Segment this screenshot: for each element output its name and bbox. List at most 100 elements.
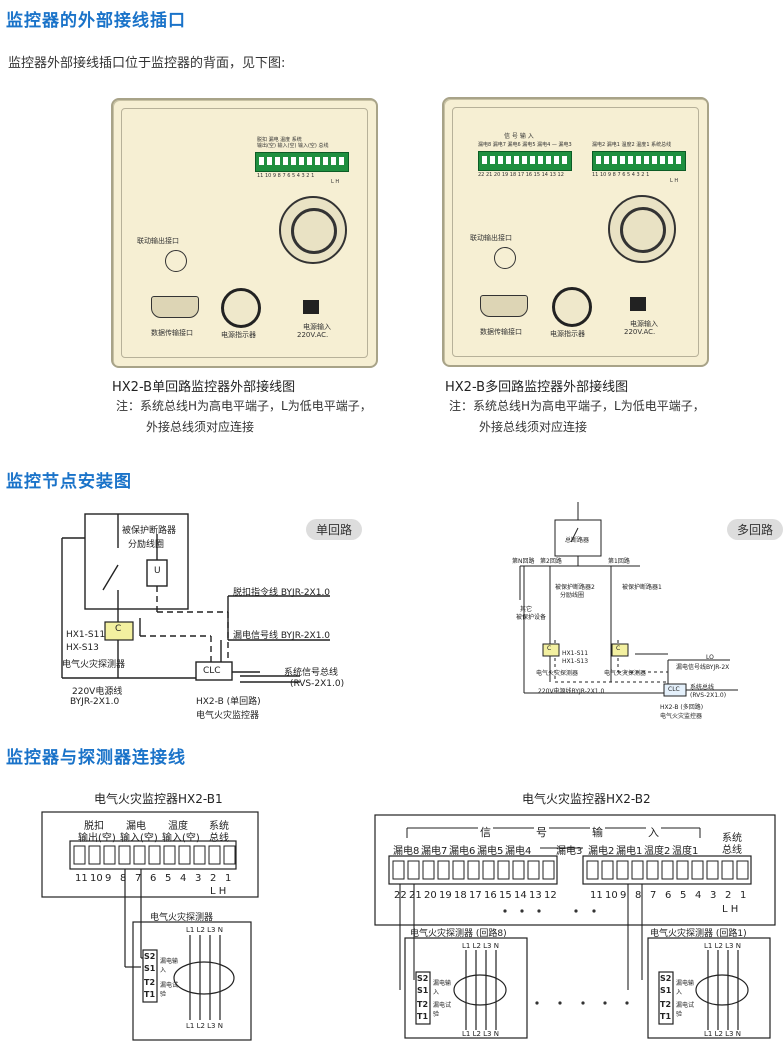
right-mid-label: 漏电3 bbox=[556, 846, 583, 857]
left-s2: S2 bbox=[144, 952, 156, 961]
terminal-number: 7 bbox=[135, 873, 142, 884]
multi-c-2: C bbox=[547, 645, 552, 652]
left-detector-title: 电气火灾探测器 bbox=[150, 913, 214, 923]
leak-signal-label: 漏电信号线 BYJR-2X1.0 bbox=[233, 631, 331, 641]
power-switch-label: 电源指示器 bbox=[221, 331, 256, 339]
terminal-number: 20 bbox=[424, 890, 437, 901]
terminal-number: 18 bbox=[454, 890, 467, 901]
linkage-port bbox=[165, 250, 187, 272]
terminal-slot bbox=[437, 860, 450, 880]
terminal-number: 2 bbox=[210, 873, 217, 884]
terminal-number: 13 bbox=[529, 890, 542, 901]
terminal-slot bbox=[527, 860, 540, 880]
single-note-1: 注：系统总线H为高电平端子，L为低电平端子， bbox=[116, 399, 372, 413]
r8-leak-test: 漏电试验 bbox=[433, 1002, 452, 1018]
r1-leak-in: 漏电输入 bbox=[676, 980, 695, 996]
input-label: 温度2 bbox=[644, 846, 671, 857]
r1-s2: S2 bbox=[660, 974, 672, 983]
terminal-number: 21 bbox=[409, 890, 422, 901]
terminal-number: 14 bbox=[514, 890, 527, 901]
sensor-box bbox=[104, 621, 134, 641]
terminal-slot bbox=[542, 860, 555, 880]
terminal-slot bbox=[601, 860, 614, 880]
terminal-slot bbox=[407, 860, 420, 880]
left-phases-bottom: L1 L2 L3 N bbox=[186, 1022, 223, 1030]
multi-leak-label: 漏电信号线BYJR-2X bbox=[676, 664, 730, 671]
terminal-block-left bbox=[478, 151, 572, 171]
main-breaker-label: 总断路器 bbox=[565, 537, 590, 544]
left-lh: L H bbox=[210, 886, 227, 897]
terminal-number: 6 bbox=[150, 873, 157, 884]
multi-sensor-1 bbox=[611, 643, 629, 657]
terminal-number: 8 bbox=[635, 890, 642, 901]
terminal-slot bbox=[148, 845, 161, 865]
r1-leak-test: 漏电试验 bbox=[676, 1002, 695, 1018]
terminal-number: 4 bbox=[180, 873, 187, 884]
sensor-name: 电气火灾探测器 bbox=[62, 660, 126, 670]
terminal-number: 3 bbox=[710, 890, 717, 901]
terminal-number: 17 bbox=[469, 890, 482, 901]
power-line-label: 220V电源线 bbox=[72, 687, 123, 697]
monitor-model: HX2-B (单回路) bbox=[196, 697, 261, 707]
r8-phases-bottom: L1 L2 L3 N bbox=[462, 1030, 499, 1038]
data-port-label: 数据传输接口 bbox=[151, 329, 193, 337]
bus-label: 系统信号总线 bbox=[284, 668, 339, 678]
left-lbl-3: 温度 bbox=[168, 821, 188, 832]
terminal-labels: 脱扣 漏电 温度 系统 bbox=[257, 137, 302, 143]
terminal-number: 15 bbox=[499, 890, 512, 901]
multi-loop-panel: 信 号 输 入 漏电8 漏电7 漏电6 漏电5 漏电4 — 漏电3 漏电2 漏电… bbox=[442, 97, 709, 367]
terminal-number: 8 bbox=[120, 873, 127, 884]
terminal-number: 11 bbox=[590, 890, 603, 901]
terminal-number: 10 bbox=[605, 890, 618, 901]
terminal-slot bbox=[193, 845, 206, 865]
multi-sensor-name-1: 电气火灾探测器 bbox=[604, 670, 647, 677]
r8-s1: S1 bbox=[417, 986, 429, 995]
linkage-port-label: 联动输出接口 bbox=[137, 237, 179, 245]
terminal-slot bbox=[452, 860, 465, 880]
terminal-number: 3 bbox=[195, 873, 202, 884]
signal-input-char: 号 bbox=[534, 824, 549, 840]
breaker2-label: 被保护断路器2 bbox=[555, 584, 595, 591]
input-label: 漏电4 bbox=[505, 846, 532, 857]
left-t2: T2 bbox=[144, 978, 156, 987]
input-label: 漏电8 bbox=[393, 846, 420, 857]
section-title-wiring: 监控器与探测器连接线 bbox=[6, 748, 186, 768]
sensor-model-2: HX-S13 bbox=[66, 643, 99, 653]
terminal-block bbox=[255, 152, 349, 172]
r1-t1: T1 bbox=[660, 1012, 672, 1021]
breaker1-label: 被保护断路器1 bbox=[622, 584, 662, 591]
terminal-block-right bbox=[592, 151, 686, 171]
single-note-2: 外接总线须对应连接 bbox=[146, 420, 255, 434]
right-sys: 系统 bbox=[722, 833, 742, 844]
multi-db9-port bbox=[480, 295, 528, 317]
r1-phases-bottom: L1 L2 L3 N bbox=[704, 1030, 741, 1038]
multi-sensor-2 bbox=[542, 643, 560, 657]
terminal-slot bbox=[721, 860, 734, 880]
right-sys-2: 总线 bbox=[722, 845, 742, 856]
terminal-number: 9 bbox=[620, 890, 627, 901]
multi-linkage-label: 联动输出接口 bbox=[470, 234, 512, 242]
multi-clc-label: CLC bbox=[668, 686, 680, 693]
terminal-labels-2: 输出(空) 输入(空) 输入(空) 总线 bbox=[257, 143, 329, 149]
signal-input-char: 信 bbox=[478, 824, 493, 840]
r8-t1: T1 bbox=[417, 1012, 429, 1021]
multi-monitor-name: 电气火灾监控器 bbox=[660, 713, 703, 720]
terminal-slot bbox=[482, 860, 495, 880]
lh-label: L H bbox=[331, 179, 340, 185]
left-leak-in: 漏电输入 bbox=[160, 958, 179, 974]
terminal-number: 4 bbox=[695, 890, 702, 901]
left-lbl-1: 脱扣 bbox=[84, 821, 104, 832]
trip-cmd-label: 脱扣指令线 BYJR-2X1.0 bbox=[233, 588, 331, 598]
multi-left-numbers: 22 21 20 19 18 17 16 15 14 13 12 bbox=[478, 172, 564, 178]
single-caption: HX2-B单回路监控器外部接线图 bbox=[112, 380, 296, 395]
r8-t2: T2 bbox=[417, 1000, 429, 1009]
r1-s1: S1 bbox=[660, 986, 672, 995]
left-s1: S1 bbox=[144, 964, 156, 973]
terminal-slot bbox=[676, 860, 689, 880]
input-label: 漏电6 bbox=[449, 846, 476, 857]
terminal-number: 5 bbox=[165, 873, 172, 884]
sensor-connector bbox=[279, 196, 347, 264]
r8-s2: S2 bbox=[417, 974, 429, 983]
terminal-slot bbox=[616, 860, 629, 880]
